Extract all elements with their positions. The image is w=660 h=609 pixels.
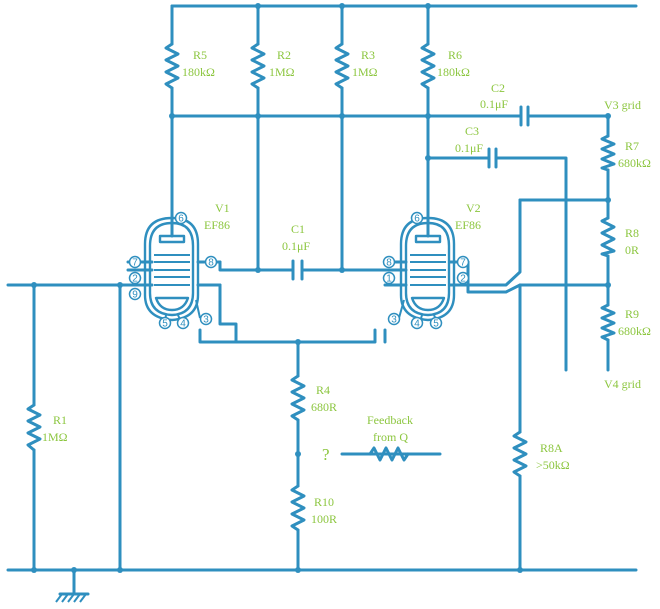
v2-pin-7 <box>456 255 470 269</box>
v2-name: V2 <box>466 201 481 215</box>
v2-pin-5 <box>429 316 443 330</box>
r8a-name: R8A <box>540 441 563 455</box>
v1-pin-8-label: 8 <box>208 258 214 269</box>
r4-value: 680R <box>311 400 337 414</box>
v2-pins <box>382 211 470 330</box>
capacitor-c3-symbol <box>487 147 498 169</box>
v1-pin-9 <box>128 287 142 301</box>
resistor-r9-symbol <box>600 303 616 342</box>
v2-type: EF86 <box>455 218 481 232</box>
v1-pin-5 <box>158 316 172 330</box>
v2-pin-7-label: 7 <box>460 258 466 269</box>
r5-name: R5 <box>193 48 207 62</box>
v1-pin-7-label: 7 <box>132 258 138 269</box>
feedback-label-line1: Feedback <box>367 413 413 427</box>
component-labels: R5 180kΩ R2 1MΩ R3 1MΩ R6 180kΩ C2 0.1μF… <box>42 48 651 526</box>
v2-pin-1 <box>382 271 396 285</box>
r4-name: R4 <box>316 383 330 397</box>
r7-name: R7 <box>625 139 639 153</box>
valve-v2-symbol <box>383 216 470 323</box>
v2-pin-4-label: 4 <box>414 319 420 330</box>
r10-name: R10 <box>314 495 334 509</box>
r1-name: R1 <box>53 413 67 427</box>
v2-pin-8 <box>382 255 396 269</box>
c2-value: 0.1μF <box>480 97 508 111</box>
c3-name: C3 <box>465 124 479 138</box>
v1-pins <box>128 211 218 330</box>
c1-value: 0.1μF <box>282 239 310 253</box>
ground-symbol <box>55 592 90 603</box>
r10-value: 100R <box>311 512 337 526</box>
v3-grid-label: V3 grid <box>604 98 641 112</box>
c1-name: C1 <box>291 222 305 236</box>
v2-pin-5-label: 5 <box>433 319 439 330</box>
resistor-r7-symbol <box>600 134 616 172</box>
v1-pin-9-label: 9 <box>132 290 138 301</box>
resistor-r8-symbol <box>600 216 616 258</box>
r8a-value: >50kΩ <box>536 458 570 472</box>
r9-name: R9 <box>625 307 639 321</box>
r9-value: 680kΩ <box>618 324 651 338</box>
capacitor-c2-symbol <box>519 105 530 127</box>
r8-name: R8 <box>625 226 639 240</box>
r6-name: R6 <box>448 48 462 62</box>
v1-pin-6-label: 6 <box>178 214 184 225</box>
r2-name: R2 <box>277 48 291 62</box>
c2-name: C2 <box>491 81 505 95</box>
v1-pin-5-label: 5 <box>162 319 168 330</box>
v2-pin-numbers: 6 8 1 3 7 2 4 5 <box>386 214 466 330</box>
r1-value: 1MΩ <box>42 430 68 444</box>
r7-value: 680kΩ <box>618 156 651 170</box>
v1-pin-4-label: 4 <box>180 319 186 330</box>
r6-value: 180kΩ <box>437 65 470 79</box>
v1-pin-2 <box>128 271 142 285</box>
v2-pin-8-label: 8 <box>386 258 392 269</box>
resistor-r1-symbol <box>26 403 42 452</box>
resistor-r2-symbol <box>250 42 266 90</box>
wiring <box>6 4 638 596</box>
resistor-r10-symbol <box>290 484 306 532</box>
v1-pin-8 <box>204 255 218 269</box>
v1-name: V1 <box>215 201 230 215</box>
v1-pin-7 <box>128 255 142 269</box>
r8-value: 0R <box>625 243 639 257</box>
junction-dots <box>31 3 611 573</box>
v1-pin-3-label: 3 <box>203 315 209 326</box>
resistor-r4-symbol <box>290 374 306 422</box>
v2-pin-6-label: 6 <box>414 214 420 225</box>
unknown-connection-mark: ? <box>322 445 330 464</box>
v2-pin-3-label: 3 <box>391 315 397 326</box>
v1-pin-6 <box>174 211 188 225</box>
capacitor-c1-symbol <box>291 259 304 281</box>
v2-pin-3 <box>387 312 401 326</box>
v2-pin-1-label: 1 <box>386 274 392 285</box>
resistor-r8a-symbol <box>512 430 528 478</box>
r2-value: 1MΩ <box>269 65 295 79</box>
v2-pin-6 <box>410 211 424 225</box>
feedback-label-line2: from Q <box>373 430 408 444</box>
v4-grid-label: V4 grid <box>604 377 641 391</box>
c3-value: 0.1μF <box>455 141 483 155</box>
v2-pin-2 <box>456 271 470 285</box>
v2-pin-4 <box>410 316 424 330</box>
r3-name: R3 <box>361 48 375 62</box>
v1-pin-numbers: 6 7 2 9 8 5 4 3 <box>132 214 214 330</box>
v1-pin-2-label: 2 <box>132 274 138 285</box>
v1-pin-3 <box>199 312 213 326</box>
v1-type: EF86 <box>204 218 230 232</box>
v1-pin-4 <box>176 316 190 330</box>
resistor-r5-symbol <box>164 42 180 90</box>
r3-value: 1MΩ <box>352 65 378 79</box>
resistor-r3-symbol <box>334 42 350 90</box>
v2-pin-2-label: 2 <box>460 274 466 285</box>
valve-v1-symbol <box>126 216 222 323</box>
resistor-r6-symbol <box>420 42 436 90</box>
feedback-resistor-symbol <box>368 446 410 462</box>
r5-value: 180kΩ <box>182 65 215 79</box>
